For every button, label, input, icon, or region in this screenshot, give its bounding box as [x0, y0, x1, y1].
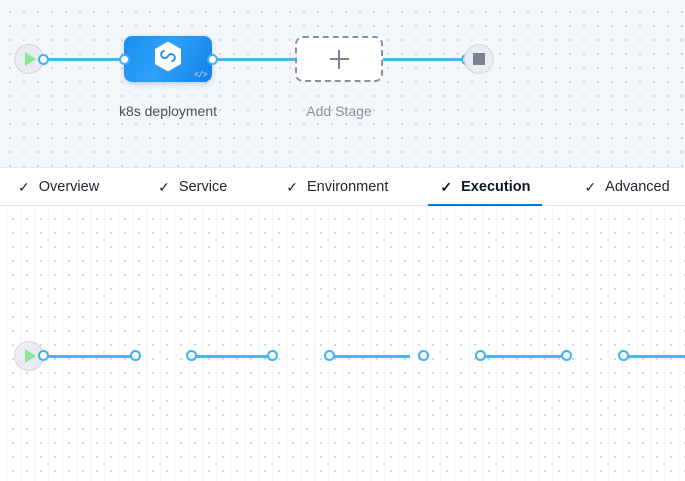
edge-plan-to-approval [192, 355, 272, 358]
plus-icon [329, 49, 349, 69]
tab-label: Service [178, 178, 228, 195]
play-icon [25, 349, 36, 363]
tab-environment[interactable]: ✓ Environment [280, 167, 394, 206]
tab-label: Execution [461, 178, 531, 195]
edge-addstage-to-end [379, 58, 467, 61]
stage-label-k8s-deployment: k8s deployment [118, 103, 218, 119]
add-stage-label: Add Stage [306, 103, 372, 119]
connector-dot-apply-out[interactable] [475, 350, 486, 361]
connector-dot-approval-in[interactable] [267, 350, 278, 361]
tab-execution[interactable]: ✓ Execution [428, 167, 543, 207]
connector-dot-rollout-out[interactable] [618, 350, 629, 361]
stop-icon [473, 53, 485, 65]
edge-start-to-stage [43, 58, 125, 61]
edge-apply-to-rollout [481, 355, 561, 358]
add-stage-button[interactable] [295, 36, 383, 82]
connector-dot-exec-start[interactable] [38, 350, 49, 361]
check-icon: ✓ [158, 178, 170, 195]
tab-overview[interactable]: ✓ Overview [12, 167, 105, 206]
tab-label: Overview [38, 178, 100, 195]
edge-approval-to-apply [330, 355, 410, 358]
edge-start-to-plan [43, 355, 135, 358]
connector-dot-stage-out[interactable] [207, 54, 218, 65]
connector-dot-stage-in[interactable] [119, 54, 130, 65]
stage-config-tabs: ✓ Overview ✓ Service ✓ Environment ✓ Exe… [0, 167, 685, 207]
stage-node-k8s-deployment[interactable]: </> [124, 36, 212, 82]
connector-dot-rollout-in[interactable] [561, 350, 572, 361]
tab-label: Advanced [605, 178, 670, 195]
execution-graph-canvas[interactable]: </> IAM resources Plan [0, 206, 685, 481]
check-icon: ✓ [584, 178, 597, 195]
connector-dot-plan-out[interactable] [186, 350, 197, 361]
tab-advanced[interactable]: ✓ Advanced [578, 167, 675, 206]
tab-service[interactable]: ✓ Service [152, 167, 233, 206]
connector-dot-approval-out[interactable] [324, 350, 335, 361]
check-icon: ✓ [18, 178, 30, 195]
pipeline-end-marker[interactable] [464, 44, 494, 74]
edge-rollout-outgoing [624, 355, 685, 358]
tab-label: Environment [307, 178, 389, 195]
stage-graph-canvas[interactable]: </> k8s deployment Add Stage [0, 0, 685, 167]
connector-dot-start[interactable] [38, 54, 49, 65]
connector-dot-apply-in[interactable] [418, 350, 429, 361]
connector-dot-plan-in[interactable] [130, 350, 141, 361]
check-icon: ✓ [440, 178, 453, 195]
edge-stage-to-addstage [213, 58, 303, 61]
check-icon: ✓ [286, 178, 298, 195]
harness-hexagon-icon [153, 41, 183, 78]
play-icon [25, 52, 36, 66]
code-badge-icon: </> [194, 71, 207, 80]
